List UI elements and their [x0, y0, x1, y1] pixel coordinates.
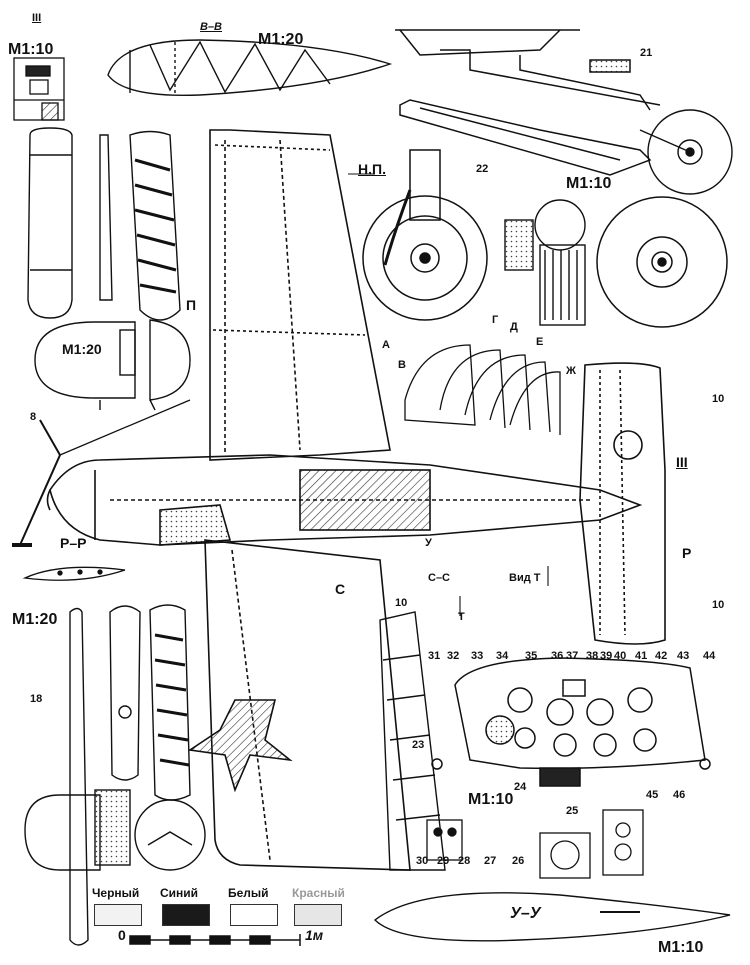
aileron-strip [379, 611, 446, 871]
section-U-U: У–У [510, 905, 541, 922]
rib-letter-E: Е [536, 336, 544, 348]
callout-43: 43 [677, 650, 690, 662]
callout-29: 29 [437, 855, 450, 867]
legend-label-red: Красный [292, 886, 345, 900]
section-P-marker: П [186, 297, 197, 313]
callout-10-aileron: 10 [395, 597, 408, 609]
section-III-tail: III [676, 454, 688, 470]
callout-21: 21 [640, 47, 653, 59]
rib-letter-A: А [382, 339, 390, 351]
scale-label-wheels: М1:10 [566, 175, 612, 192]
scale-label-panel: М1:10 [468, 791, 514, 808]
view-T: Вид Т [509, 572, 541, 584]
wing-section-airfoil [107, 39, 393, 97]
legend-label-white: Белый [228, 886, 269, 900]
callout-33: 33 [471, 650, 484, 662]
legend-label-black: Черный [92, 886, 140, 900]
scale-bar [129, 934, 301, 946]
callout-24: 24 [514, 781, 527, 793]
section-P-P: Р–Р [60, 535, 87, 551]
flight-direction-label: Н.П. [358, 161, 386, 177]
callout-10-tail: 10 [712, 393, 725, 405]
legend-swatch-white [230, 904, 278, 926]
rib-letter-Zh: Ж [566, 365, 576, 377]
section-III-top: III [32, 12, 42, 24]
legend-swatch-black [94, 904, 142, 926]
callout-23: 23 [412, 739, 425, 751]
scale-label-top-left: М1:10 [8, 41, 54, 58]
pitot-rod [59, 399, 191, 456]
scale-label-propeller: М1:20 [12, 611, 58, 628]
scale-label-airfoil: М1:20 [258, 31, 304, 48]
legend-swatch-red [294, 904, 342, 926]
scale-bar-start: 0 [118, 927, 126, 943]
arrow-T: Т [458, 611, 465, 623]
callout-42: 42 [655, 650, 668, 662]
landing-gear-strut [395, 29, 661, 176]
callout-44: 44 [703, 650, 716, 662]
propeller-blades-top [27, 127, 181, 321]
main-wheel-right [596, 196, 728, 328]
gear-leg-8 [12, 419, 62, 547]
rib-letter-D: Д [510, 321, 518, 333]
scale-label-spinner: М1:20 [62, 341, 102, 357]
legend-label-blue: Синий [160, 886, 199, 900]
callout-25: 25 [566, 805, 579, 817]
section-C-marker: С [335, 581, 346, 597]
spinner-side [34, 319, 191, 411]
callout-28: 28 [458, 855, 471, 867]
callout-41: 41 [635, 650, 648, 662]
callout-30: 30 [416, 855, 429, 867]
section-P-P [22, 566, 126, 581]
rib-letter-V: В [398, 359, 406, 371]
callout-34: 34 [496, 650, 509, 662]
callout-40: 40 [614, 650, 627, 662]
callout-46: 46 [673, 789, 686, 801]
callout-38: 38 [586, 650, 599, 662]
vertical-fin-planform [209, 129, 391, 461]
wheel-brake-detail [504, 199, 586, 326]
callout-27: 27 [484, 855, 497, 867]
horizontal-tail-planform [579, 362, 666, 645]
callout-45: 45 [646, 789, 659, 801]
propeller-lower [24, 604, 206, 946]
callout-39: 39 [600, 650, 613, 662]
callout-26: 26 [512, 855, 525, 867]
leader-lines [348, 173, 549, 616]
callout-22: 22 [476, 163, 489, 175]
main-wheel-left [362, 149, 488, 321]
tail-wheel [639, 109, 733, 195]
callout-35: 35 [525, 650, 538, 662]
detail-III-top [13, 57, 65, 121]
legend-swatch-blue [162, 904, 210, 926]
callout-10-tail-lower: 10 [712, 599, 725, 611]
callout-31: 31 [428, 650, 441, 662]
callout-37: 37 [566, 650, 579, 662]
callout-32: 32 [447, 650, 460, 662]
callout-8: 8 [30, 411, 37, 423]
section-B-B: В–В [200, 21, 223, 33]
section-C-C: С–С [428, 572, 451, 584]
side-panels [426, 809, 644, 879]
fuselage-side-view [46, 454, 643, 546]
section-U-marker: У [425, 537, 432, 549]
rib-letter-G: Г [492, 314, 499, 326]
callout-36: 36 [551, 650, 564, 662]
instrument-panel [431, 657, 711, 787]
callout-18: 18 [30, 693, 43, 705]
section-U-U [373, 892, 731, 942]
section-R-marker: Р [682, 545, 692, 561]
wing-planform-lower [187, 539, 411, 871]
scale-label-section-U: М1:10 [658, 939, 704, 956]
scale-bar-end: 1м [305, 927, 324, 943]
rib-sections [404, 344, 561, 435]
